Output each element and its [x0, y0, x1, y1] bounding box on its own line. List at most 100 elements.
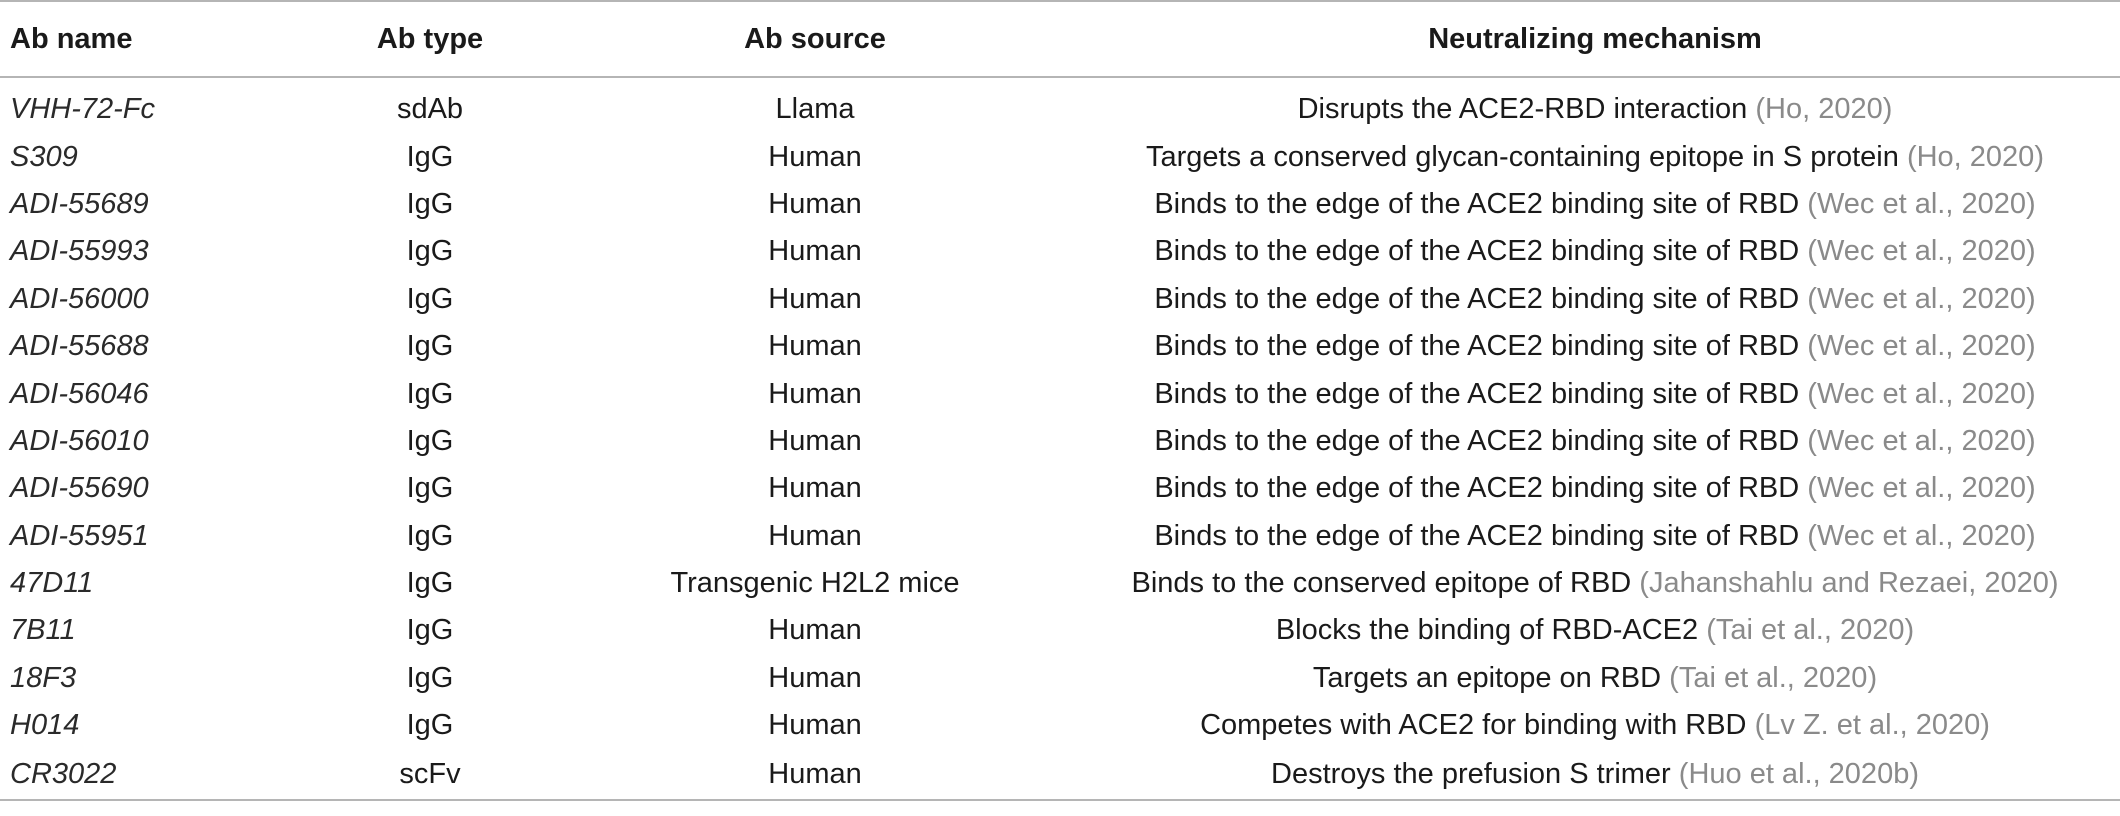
mechanism-text: Disrupts the ACE2-RBD interaction	[1297, 93, 1748, 126]
mechanism-text: Binds to the conserved epitope of RBD	[1131, 567, 1632, 600]
mechanism-cell: Binds to the edge of the ACE2 binding si…	[1070, 370, 2120, 417]
reference-link[interactable]: (Wec et al., 2020)	[1807, 424, 2036, 457]
ab-name-cell: ADI-56046	[10, 377, 149, 410]
ab-source-cell: Human	[768, 377, 862, 410]
mechanism-cell: Competes with ACE2 for binding with RBD …	[1070, 702, 2120, 749]
mechanism-cell: Disrupts the ACE2-RBD interaction (Ho, 2…	[1070, 77, 2120, 133]
ab-name-cell: ADI-55993	[10, 235, 149, 268]
reference-link[interactable]: (Wec et al., 2020)	[1807, 187, 2036, 220]
reference-link[interactable]: (Wec et al., 2020)	[1807, 282, 2036, 315]
mechanism-text: Competes with ACE2 for binding with RBD	[1200, 709, 1747, 742]
mechanism-text: Targets an epitope on RBD	[1312, 661, 1662, 694]
mechanism-cell: Binds to the edge of the ACE2 binding si…	[1070, 323, 2120, 370]
mechanism-cell: Binds to the edge of the ACE2 binding si…	[1070, 513, 2120, 560]
ab-type-cell: IgG	[406, 187, 454, 220]
reference-link[interactable]: (Wec et al., 2020)	[1807, 377, 2036, 410]
table-row: 18F3 IgG Human Targets an epitope on RBD…	[0, 655, 2120, 702]
ab-source-cell: Human	[768, 187, 862, 220]
header-row: Ab name Ab type Ab source Neutralizing m…	[0, 0, 2120, 78]
table-row: H014 IgG Human Competes with ACE2 for bi…	[0, 702, 2120, 749]
ab-type-cell: IgG	[406, 140, 454, 173]
table-row: ADI-56046 IgG Human Binds to the edge of…	[0, 370, 2120, 417]
reference-link[interactable]: (Wec et al., 2020)	[1807, 472, 2036, 505]
ab-source-cell: Human	[768, 519, 862, 552]
ab-name-cell: ADI-56000	[10, 282, 149, 315]
table-row: ADI-55689 IgG Human Binds to the edge of…	[0, 181, 2120, 228]
ab-source-cell: Human	[768, 614, 862, 647]
table-row: VHH-72-Fc sdAb Llama Disrupts the ACE2-R…	[0, 77, 2120, 133]
table-row: CR3022 scFv Human Destroys the prefusion…	[0, 749, 2120, 802]
ab-source-cell: Human	[768, 472, 862, 505]
ab-name-cell: ADI-55690	[10, 472, 149, 505]
ab-name-cell: 47D11	[10, 567, 94, 600]
mechanism-text: Targets a conserved glycan-containing ep…	[1146, 140, 1899, 173]
ab-source-cell: Human	[768, 140, 862, 173]
ab-type-cell: IgG	[406, 472, 454, 505]
mechanism-cell: Targets an epitope on RBD (Tai et al., 2…	[1070, 655, 2120, 702]
ab-type-cell: IgG	[406, 282, 454, 315]
header-neutralizing-mechanism: Neutralizing mechanism	[1070, 0, 2120, 78]
mechanism-cell: Binds to the edge of the ACE2 binding si…	[1070, 181, 2120, 228]
ab-name-cell: ADI-55689	[10, 187, 149, 220]
ab-source-cell: Human	[768, 282, 862, 315]
ab-name-cell: ADI-56010	[10, 424, 149, 457]
ab-name-cell: S309	[10, 140, 78, 173]
ab-type-cell: IgG	[406, 377, 454, 410]
reference-link[interactable]: (Tai et al., 2020)	[1669, 661, 1878, 694]
reference-link[interactable]: (Jahanshahlu and Rezaei, 2020)	[1639, 567, 2059, 600]
ab-source-cell: Llama	[775, 93, 855, 126]
header-ab-source: Ab source	[560, 0, 1070, 78]
ab-name-cell: ADI-55951	[10, 519, 149, 552]
mechanism-cell: Destroys the prefusion S trimer (Huo et …	[1070, 749, 2120, 802]
ab-type-cell: IgG	[406, 424, 454, 457]
mechanism-cell: Binds to the edge of the ACE2 binding si…	[1070, 418, 2120, 465]
ab-name-cell: H014	[10, 709, 80, 742]
header-ab-type: Ab type	[300, 0, 560, 78]
mechanism-text: Binds to the edge of the ACE2 binding si…	[1154, 235, 1800, 268]
table-row: ADI-55951 IgG Human Binds to the edge of…	[0, 513, 2120, 560]
reference-link[interactable]: (Wec et al., 2020)	[1807, 519, 2036, 552]
ab-type-cell: IgG	[406, 519, 454, 552]
ab-name-cell: 18F3	[10, 661, 77, 694]
mechanism-text: Binds to the edge of the ACE2 binding si…	[1154, 472, 1800, 505]
ab-type-cell: IgG	[406, 235, 454, 268]
mechanism-cell: Targets a conserved glycan-containing ep…	[1070, 133, 2120, 180]
reference-link[interactable]: (Wec et al., 2020)	[1807, 330, 2036, 363]
ab-type-cell: sdAb	[396, 93, 464, 126]
mechanism-text: Binds to the edge of the ACE2 binding si…	[1154, 377, 1800, 410]
ab-type-cell: scFv	[300, 749, 560, 802]
table-row: ADI-55690 IgG Human Binds to the edge of…	[0, 465, 2120, 512]
table-row: ADI-55993 IgG Human Binds to the edge of…	[0, 228, 2120, 275]
table-row: ADI-56000 IgG Human Binds to the edge of…	[0, 276, 2120, 323]
ab-source-cell: Transgenic H2L2 mice	[670, 567, 960, 600]
reference-link[interactable]: (Ho, 2020)	[1906, 140, 2044, 173]
ab-source-cell: Human	[768, 235, 862, 268]
mechanism-cell: Blocks the binding of RBD-ACE2 (Tai et a…	[1070, 607, 2120, 654]
table-row: 7B11 IgG Human Blocks the binding of RBD…	[0, 607, 2120, 654]
table-row: S309 IgG Human Targets a conserved glyca…	[0, 133, 2120, 180]
mechanism-text: Blocks the binding of RBD-ACE2	[1275, 614, 1699, 647]
table-row: ADI-56010 IgG Human Binds to the edge of…	[0, 418, 2120, 465]
reference-link[interactable]: (Wec et al., 2020)	[1807, 235, 2036, 268]
ab-type-cell: IgG	[406, 614, 454, 647]
mechanism-text: Binds to the edge of the ACE2 binding si…	[1154, 282, 1800, 315]
reference-link[interactable]: (Lv Z. et al., 2020)	[1754, 709, 1990, 742]
table-row: ADI-55688 IgG Human Binds to the edge of…	[0, 323, 2120, 370]
mechanism-text: Destroys the prefusion S trimer	[1271, 757, 1671, 790]
ab-type-cell: IgG	[406, 330, 454, 363]
reference-link[interactable]: (Huo et al., 2020b)	[1678, 757, 1919, 790]
header-ab-name: Ab name	[0, 0, 300, 78]
mechanism-cell: Binds to the edge of the ACE2 binding si…	[1070, 465, 2120, 512]
mechanism-cell: Binds to the edge of the ACE2 binding si…	[1070, 228, 2120, 275]
table-row: 47D11 IgG Transgenic H2L2 mice Binds to …	[0, 560, 2120, 607]
ab-source-cell: Human	[768, 709, 862, 742]
ab-type-cell: IgG	[406, 567, 454, 600]
reference-link[interactable]: (Ho, 2020)	[1755, 93, 1893, 126]
reference-link[interactable]: (Tai et al., 2020)	[1706, 614, 1915, 647]
ab-type-cell: IgG	[406, 661, 454, 694]
ab-name-cell: ADI-55688	[10, 330, 149, 363]
ab-source-cell: Human	[768, 661, 862, 694]
ab-name-cell: 7B11	[10, 614, 76, 647]
mechanism-cell: Binds to the edge of the ACE2 binding si…	[1070, 276, 2120, 323]
